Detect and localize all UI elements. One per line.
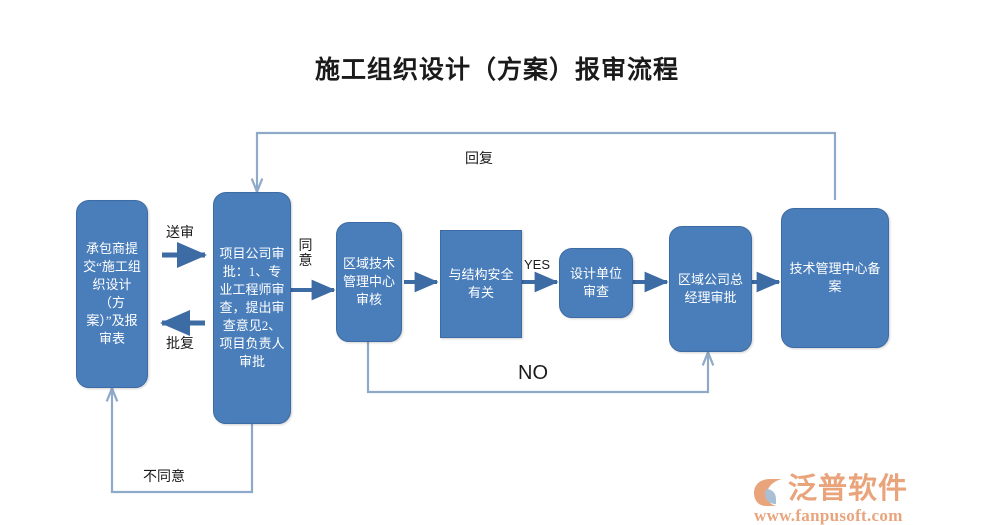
edge-label-yes: YES: [524, 257, 551, 272]
edge-label-disagree: 不同意: [143, 470, 185, 485]
edge-label-submit: 送审: [166, 226, 194, 241]
edge-disagree-loop: [105, 385, 254, 494]
edge-reply-top-loop: [250, 131, 837, 200]
edge-label-agree: 同意: [298, 239, 313, 269]
node-project-company[interactable]: 项目公司审批：1、专业工程师审查，提出审查意见2、项目负责人审批: [213, 192, 291, 424]
node-structure-safety-label: 与结构安全有关: [448, 267, 514, 300]
node-project-company-label: 项目公司审批：1、专业工程师审查，提出审查意见2、项目负责人审批: [219, 246, 285, 369]
node-region-tech-center[interactable]: 区域技术管理中心审核: [336, 222, 402, 342]
brand-logo: 泛普软件 www.fanpusoft.com: [752, 473, 982, 525]
edge-label-no: NO: [518, 362, 548, 384]
node-contractor-label: 承包商提交“施工组织设计（方案）”及报审表: [83, 241, 141, 346]
node-contractor[interactable]: 承包商提交“施工组织设计（方案）”及报审表: [76, 200, 148, 388]
node-tech-record[interactable]: 技术管理中心备案: [781, 208, 889, 348]
node-tech-record-label: 技术管理中心备案: [789, 261, 881, 294]
page-title: 施工组织设计（方案）报审流程: [314, 57, 679, 84]
logo-url: www.fanpusoft.com: [754, 506, 903, 525]
fanpu-logo-icon: [754, 479, 782, 506]
logo-wordmark: 泛普软件: [788, 473, 909, 505]
node-region-gm-label: 区域公司总经理审批: [677, 272, 743, 305]
node-design-unit[interactable]: 设计单位审查: [559, 248, 633, 318]
node-region-gm[interactable]: 区域公司总经理审批: [669, 226, 752, 352]
edge-no-loop: [366, 342, 715, 394]
node-structure-safety[interactable]: 与结构安全有关: [440, 230, 522, 338]
node-design-unit-label: 设计单位审查: [569, 266, 622, 299]
node-region-tech-center-label: 区域技术管理中心审核: [342, 256, 395, 307]
edge-label-reply-top: 回复: [465, 152, 493, 167]
edge-label-reply-back: 批复: [166, 337, 194, 352]
